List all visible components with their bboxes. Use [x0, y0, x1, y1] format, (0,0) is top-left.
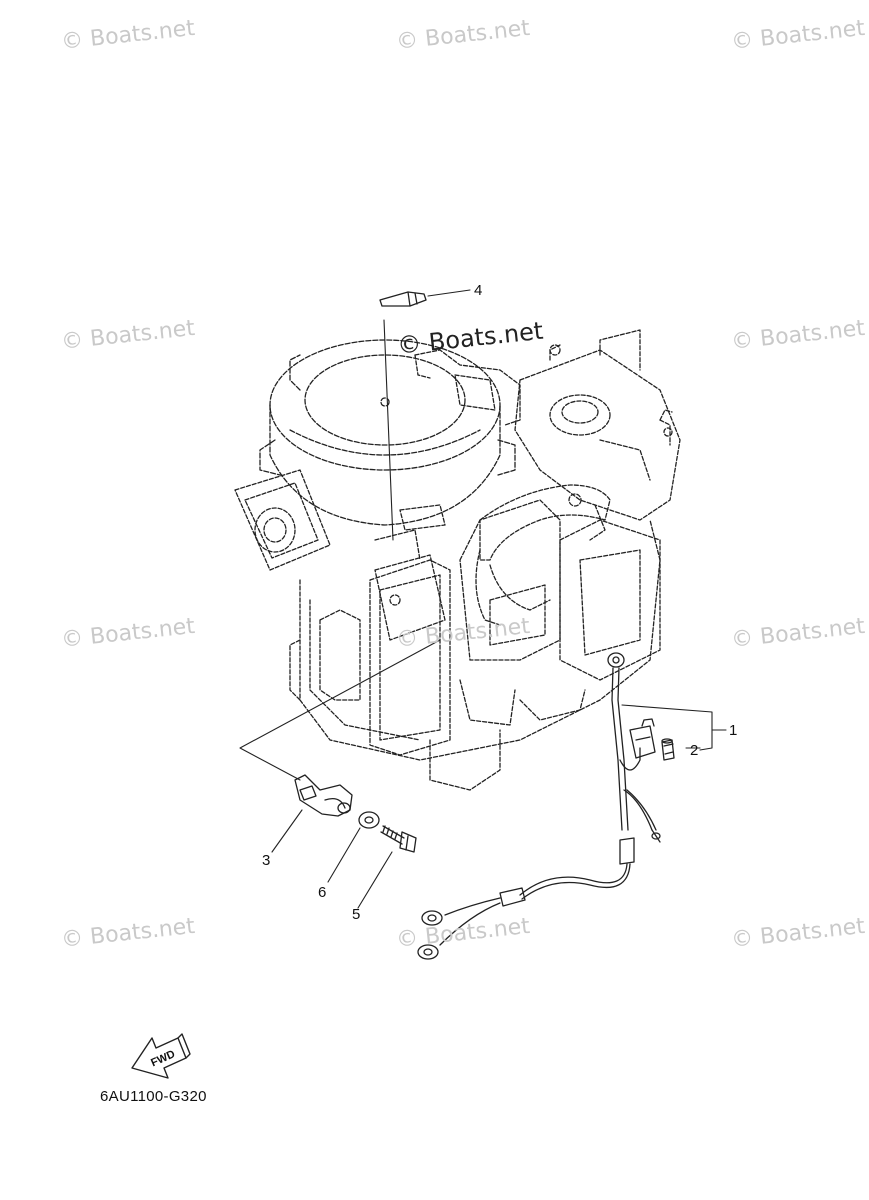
fwd-arrow-icon	[131, 1033, 191, 1079]
part-4-clip	[379, 291, 427, 307]
part-6-washer	[358, 811, 380, 829]
callout-3: 3	[262, 852, 271, 869]
engine-block	[289, 499, 661, 791]
part-1-harness	[417, 652, 661, 960]
callout-5: 5	[352, 906, 361, 923]
callout-1: 1	[729, 722, 738, 739]
ignition-coil-mounted	[374, 529, 446, 641]
fwd-label: FWD	[149, 1048, 177, 1069]
diagram-code: 6AU1100-G320	[100, 1088, 207, 1105]
callout-4: 4	[474, 282, 483, 299]
part-3-bracket	[294, 774, 353, 817]
flywheel-cover	[259, 339, 516, 526]
callout-6: 6	[318, 884, 327, 901]
part-5-bolt	[380, 825, 417, 853]
leader-lines	[239, 289, 727, 909]
cylinder-head	[514, 329, 681, 521]
starter-bracket	[475, 484, 611, 626]
intake-port	[234, 469, 331, 571]
top-bracket	[399, 349, 521, 531]
callout-2: 2	[690, 742, 699, 759]
part-2-fuse	[661, 738, 675, 761]
